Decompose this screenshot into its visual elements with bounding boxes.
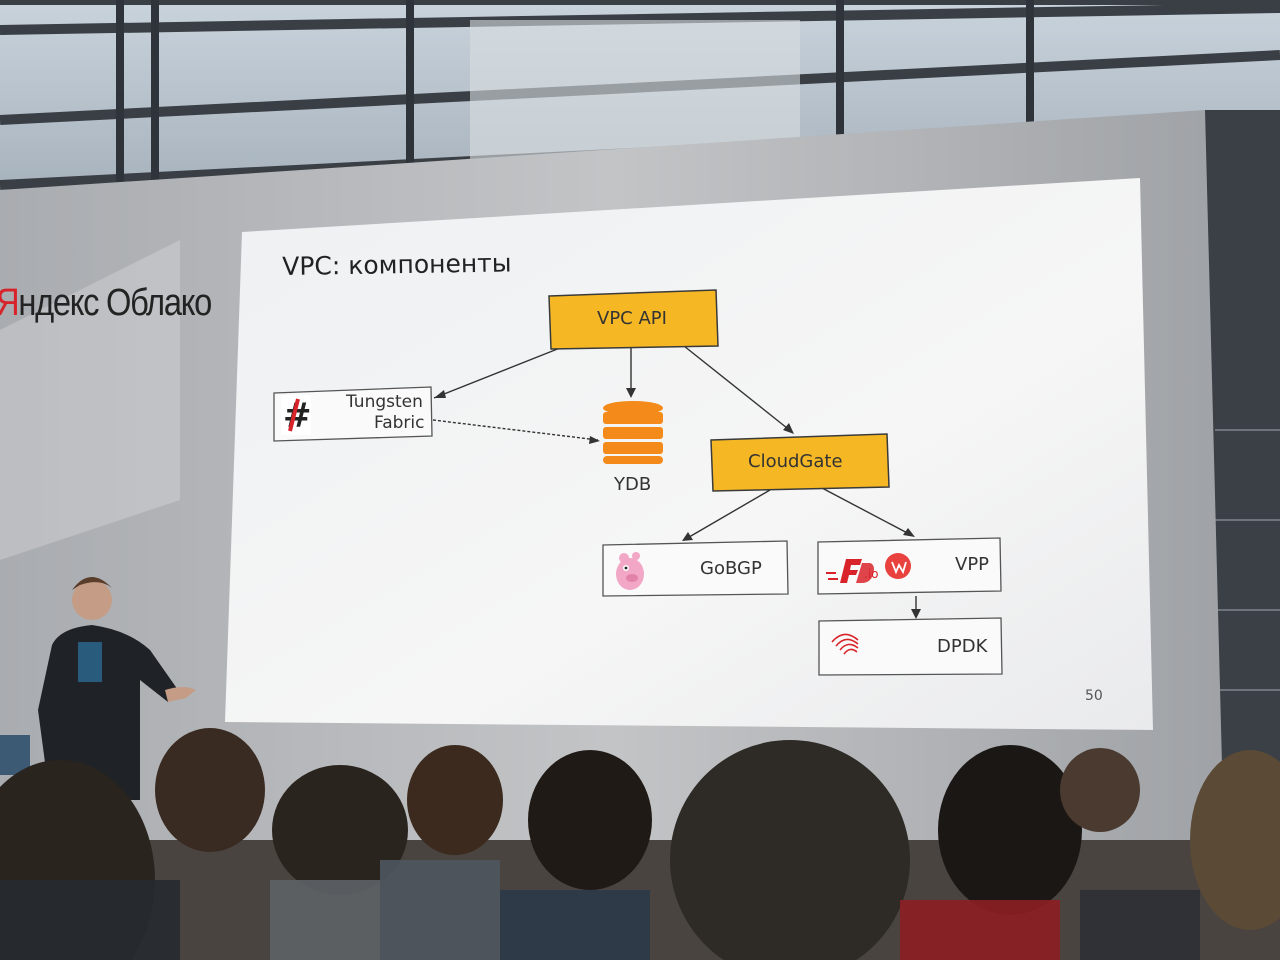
tungsten-fabric-logo-icon: #: [281, 395, 312, 436]
database-icon: [603, 401, 663, 464]
brand-name-rest: ндекс Облако: [18, 282, 212, 324]
dpdk-node: [818, 617, 1003, 676]
speaker: [38, 576, 196, 800]
vpp-logo-icon: [885, 553, 911, 579]
cloudgate-node: [710, 433, 890, 492]
tungsten-fabric-node: [273, 386, 433, 442]
audience: [0, 728, 1280, 960]
gobgp-node: [602, 540, 789, 597]
dpdk-logo-icon: [831, 633, 859, 655]
gopher-icon: [616, 552, 644, 590]
vpc-api-node: [548, 289, 719, 350]
yandex-cloud-logo: Яндекс Облако: [0, 282, 212, 325]
projection-screen: [225, 178, 1153, 730]
brand-first-letter: Я: [0, 282, 20, 324]
fdio-logo-icon: [826, 559, 874, 583]
